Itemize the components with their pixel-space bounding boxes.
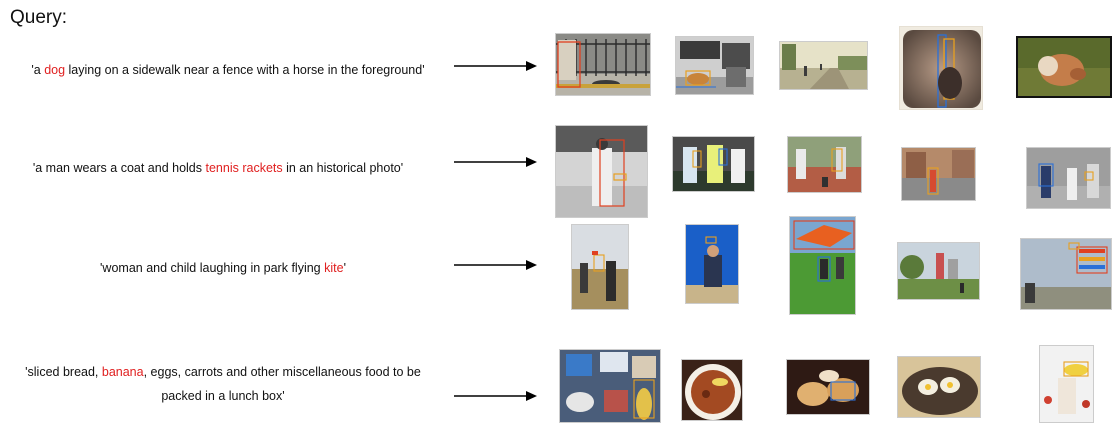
bulldog-grass-image [1018, 38, 1110, 96]
query-prefix: 'a [31, 63, 45, 77]
arrow-icon [454, 61, 537, 71]
result-image [571, 224, 629, 310]
kite-field-image [572, 225, 628, 309]
page-title: Query: [10, 7, 68, 28]
result-image [897, 242, 980, 300]
pastries-image [787, 360, 869, 414]
green-field-kite-image [790, 217, 855, 314]
result-image [681, 359, 743, 421]
query-highlight: banana [101, 365, 144, 379]
fruit-smoothie-image [1040, 346, 1093, 422]
park-road-image [780, 42, 867, 89]
result-image [1039, 345, 1094, 423]
result-image [899, 26, 983, 110]
street-fence-image [556, 34, 650, 95]
query-suffix: in an historical photo' [282, 161, 404, 175]
query-text-3: 'woman and child laughing in park flying… [8, 257, 438, 279]
query-prefix: 'sliced bread, [25, 365, 102, 379]
query-line-1: 'sliced bread, banana, eggs, carrots and… [8, 361, 438, 383]
result-image [897, 356, 981, 418]
arrow-icon [454, 157, 537, 167]
office-dog-image [676, 37, 753, 94]
tennis-crowd-image [1027, 148, 1110, 208]
food-plate-image [682, 360, 742, 420]
bw-man-image [556, 126, 647, 217]
query-prefix: 'woman and child laughing in park flying [100, 261, 325, 275]
result-image [901, 147, 976, 201]
query-text-4: 'sliced bread, banana, eggs, carrots and… [8, 361, 438, 407]
blue-sky-kite-image [686, 225, 738, 303]
query-suffix: , eggs, carrots and other miscellaneous … [143, 365, 421, 379]
blurred-dog-image [900, 27, 982, 109]
arrow-icon [454, 260, 537, 270]
result-image [786, 359, 870, 415]
query-line-2: packed in a lunch box' [161, 389, 285, 403]
query-suffix: ' [343, 261, 346, 275]
tennis-players-image [673, 137, 754, 191]
result-image [1026, 147, 1111, 209]
street-scene-image [902, 148, 975, 200]
result-image [779, 41, 868, 90]
city-park-image [898, 243, 979, 299]
query-text-2: 'a man wears a coat and holds tennis rac… [8, 157, 428, 179]
query-highlight: tennis rackets [205, 161, 283, 175]
arrow-icon [454, 391, 537, 401]
query-highlight: dog [44, 63, 66, 77]
query-suffix: laying on a sidewalk near a fence with a… [65, 63, 425, 77]
result-image [685, 224, 739, 304]
result-image [675, 36, 754, 95]
result-image [559, 349, 661, 423]
breakfast-plate-image [898, 357, 980, 417]
result-image [789, 216, 856, 315]
query-prefix: 'a man wears a coat and holds [32, 161, 206, 175]
kite-festival-image [1021, 239, 1111, 309]
groceries-image [560, 350, 660, 422]
tennis-court-image [788, 137, 861, 192]
query-text-1: 'a dog laying on a sidewalk near a fence… [8, 59, 448, 81]
query-highlight: kite [324, 261, 344, 275]
result-image [787, 136, 862, 193]
result-image [1016, 36, 1112, 98]
result-image [555, 33, 651, 96]
result-image [555, 125, 648, 218]
result-image [1020, 238, 1112, 310]
result-image [672, 136, 755, 192]
